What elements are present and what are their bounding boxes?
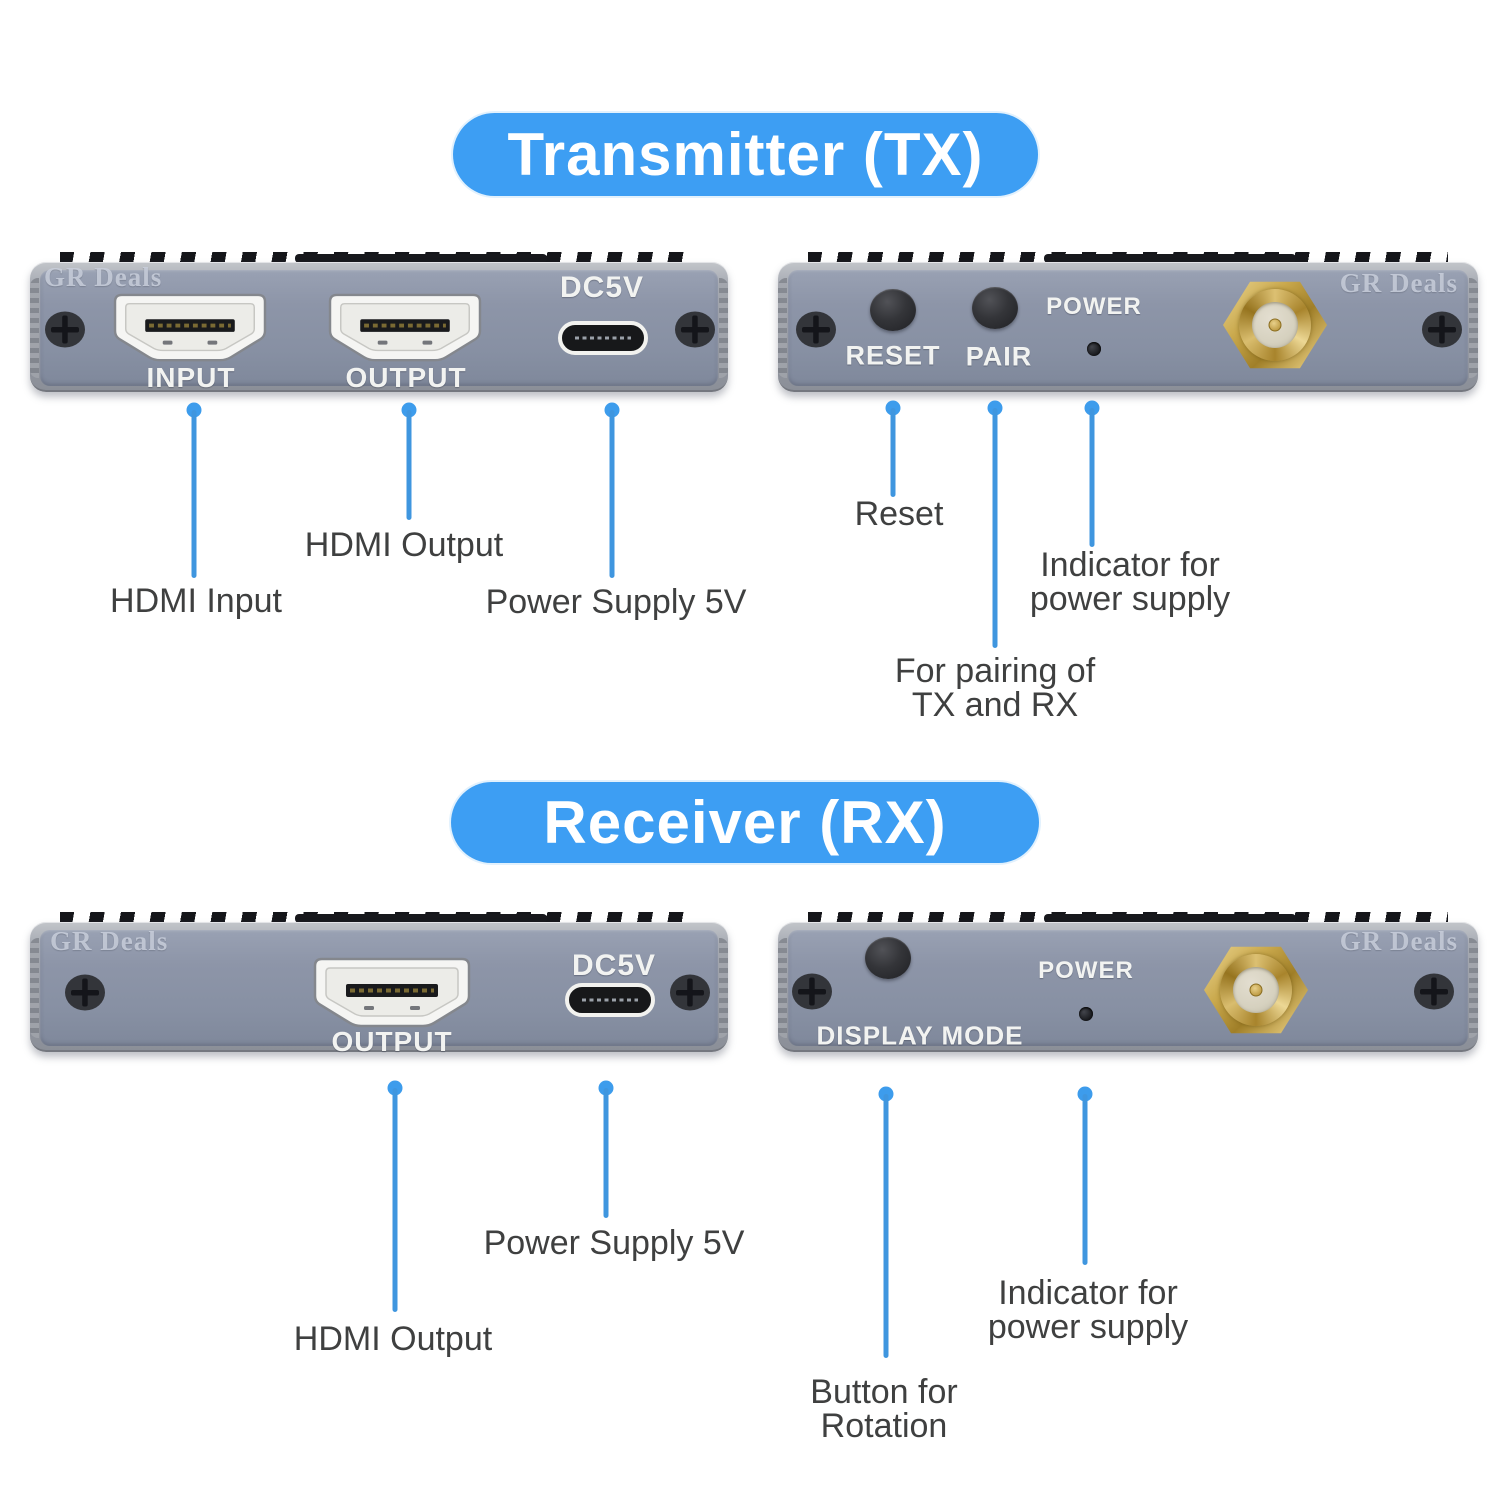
screw-icon [669,974,711,1017]
hdmi-input-port [111,292,269,371]
callout-line-hdmi-output [406,410,412,520]
usb-c-port [557,320,649,361]
heatsink-bar [295,254,547,263]
tx-front-panel: GR Deals INPUT [30,244,728,396]
rx-output-port-label: OUTPUT [331,1026,453,1057]
tx-reset-label: RESET [845,340,941,371]
callout-line-power-supply [609,410,615,578]
callout-label-power-indicator: Indicator for power supply [987,1274,1189,1346]
callout-line-power-indicator [1089,408,1095,547]
callout-line-hdmi-input [191,410,197,578]
rx-back-panel: GR Deals DISPLAY MODE POWER [778,904,1478,1056]
power-led-indicator [1087,342,1101,356]
screw-icon [44,311,86,354]
callout-label-hdmi-output: HDMI Output [304,526,504,564]
tx-back-panel: GR Deals RESET PAIR POWER [778,244,1478,396]
pair-button [972,287,1018,329]
callout-label-pair: For pairing of TX and RX [894,652,1096,724]
hdmi-output-port [326,292,484,371]
heatsink-bar [1044,254,1296,263]
callout-label-hdmi-input: HDMI Input [110,582,282,620]
receiver-badge: Receiver (RX) [451,782,1039,863]
callout-label-reset: Reset [854,495,944,533]
watermark: GR Deals [1339,268,1458,298]
tx-pair-label: PAIR [965,341,1033,372]
reset-button [870,289,916,331]
callout-label-hdmi-output: HDMI Output [293,1320,493,1358]
callout-line-pair [992,408,998,648]
tx-dc5v-label: DC5V [559,271,645,304]
heatsink-bar [295,914,547,923]
callout-label-power-indicator: Indicator for power supply [1029,546,1231,618]
screw-icon [674,311,716,354]
callout-line-hdmi-output [392,1088,398,1312]
heatsink-bar [1044,914,1296,923]
power-led-indicator [1079,1007,1093,1021]
screw-icon [64,974,106,1017]
screw-icon [795,311,837,354]
callout-label-power-supply: Power Supply 5V [485,583,747,621]
tx-output-port-label: OUTPUT [345,362,467,393]
callout-line-power-indicator [1082,1094,1088,1265]
transmitter-badge-label: Transmitter (TX) [507,121,984,188]
display-mode-button [865,937,911,979]
rx-dc5v-label: DC5V [571,949,657,982]
watermark: GR Deals [1339,926,1458,956]
callout-line-rotation-button [883,1094,889,1358]
callout-line-power-supply [603,1088,609,1218]
rx-front-panel: GR Deals OUTPUT DC5V [30,904,728,1057]
callout-line-reset [890,408,896,497]
tx-power-label: POWER [1046,293,1142,320]
sma-antenna-connector [1204,942,1308,1038]
receiver-badge-label: Receiver (RX) [543,789,947,856]
tx-input-port-label: INPUT [146,362,236,393]
callout-label-power-supply: Power Supply 5V [483,1224,745,1262]
hdmi-output-port [312,956,472,1037]
watermark: GR Deals [50,926,169,956]
callout-label-rotation-button: Button for Rotation [810,1373,958,1445]
rx-power-label: POWER [1038,957,1134,984]
usb-c-port [564,982,656,1023]
sma-antenna-connector [1223,277,1327,373]
screw-icon [1421,311,1463,354]
rx-display-mode-label: DISPLAY MODE [816,1020,1024,1051]
screw-icon [791,973,833,1016]
watermark: GR Deals [44,262,163,292]
transmitter-badge: Transmitter (TX) [453,113,1038,196]
screw-icon [1413,973,1455,1016]
